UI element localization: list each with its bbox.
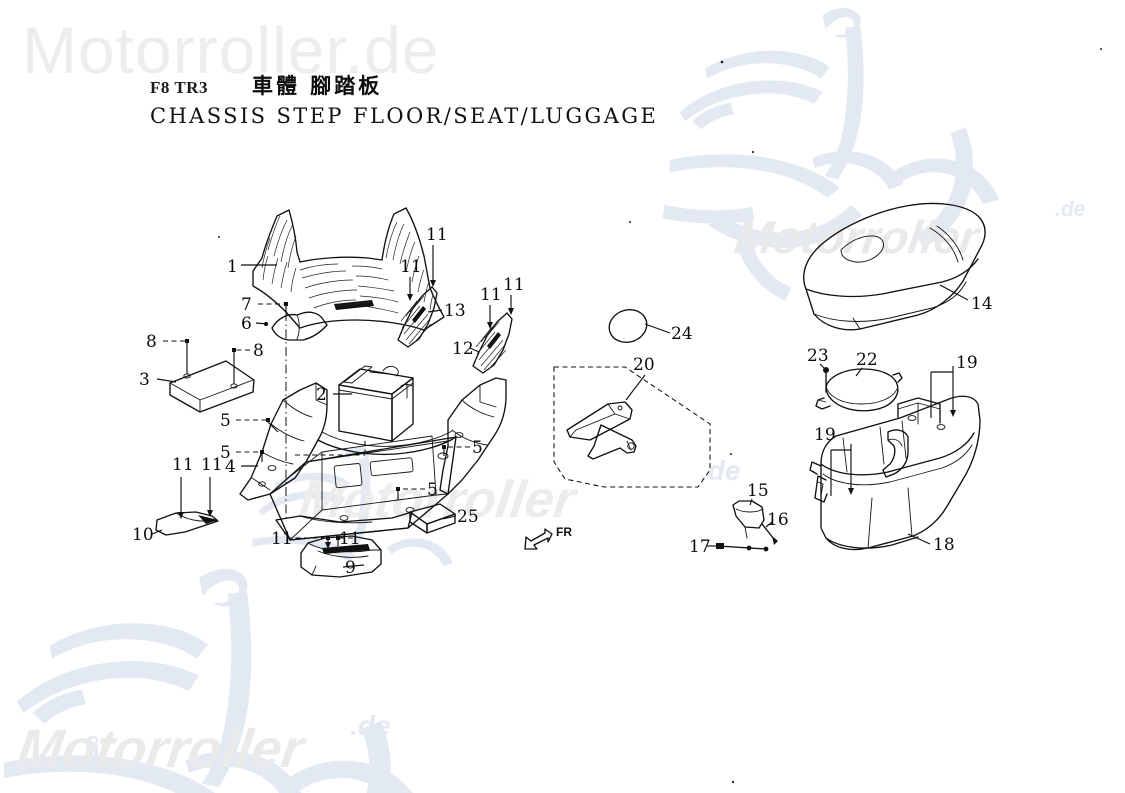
callout-label-22: 22 — [856, 350, 878, 370]
callout-label-18: 18 — [933, 535, 955, 555]
callout-label-11f: 11 — [426, 225, 448, 245]
callout-leader-5a — [236, 418, 279, 433]
callout-label-4: 4 — [225, 457, 236, 477]
callout-leader-11g — [487, 305, 493, 329]
part-24-grommet — [608, 309, 648, 343]
callout-leader-16 — [765, 521, 773, 528]
callout-label-23: 23 — [807, 346, 829, 366]
callout-leader-8a — [163, 339, 189, 374]
callout-leader-11e — [407, 277, 413, 301]
callout-label-3: 3 — [139, 370, 150, 390]
callout-label-25: 25 — [457, 507, 479, 527]
part-15-seat-catch — [732, 500, 765, 539]
part-1-step-floor-mat — [252, 207, 445, 331]
callout-leader-25 — [442, 515, 457, 520]
callout-leader-8b — [232, 348, 250, 384]
part-22-fuel-tank-lid — [815, 368, 903, 412]
callout-leader-20 — [625, 374, 646, 401]
part-17-bolt — [716, 543, 769, 552]
callout-label-2: 2 — [316, 385, 327, 405]
callout-label-11h: 11 — [503, 275, 525, 295]
part-16-screw — [761, 523, 778, 545]
callout-label-16: 16 — [767, 510, 789, 530]
callout-label-12: 12 — [452, 339, 474, 359]
callout-leader-12 — [469, 347, 480, 353]
part-18-luggage-box — [809, 395, 981, 551]
callout-label-5b: 5 — [220, 443, 231, 463]
callout-leader-24 — [644, 323, 671, 334]
callout-leader-10 — [151, 529, 163, 535]
fr-direction-arrow: FR — [524, 525, 572, 550]
callout-label-11b: 11 — [201, 455, 223, 475]
title-english: CHASSIS STEP FLOOR/SEAT/LUGGAGE — [150, 104, 659, 128]
callout-leader-11h — [508, 295, 514, 315]
part-13-footrest-mat-left — [397, 286, 438, 348]
title-row-primary: F8 TR3 車體 腳踏板 — [150, 70, 658, 100]
callout-label-6: 6 — [241, 314, 252, 334]
callout-leader-3 — [156, 378, 177, 383]
callout-label-7: 7 — [241, 295, 252, 315]
callout-label-11e: 11 — [400, 257, 422, 277]
callout-label-20: 20 — [633, 355, 655, 375]
part-14-seat-assembly — [803, 202, 986, 331]
callout-label-24: 24 — [671, 324, 693, 344]
callout-label-8b: 8 — [253, 341, 264, 361]
callout-label-17: 17 — [689, 537, 711, 557]
callout-leader-11b — [207, 477, 213, 517]
callout-leader-5d — [396, 487, 425, 500]
callout-label-10: 10 — [132, 525, 154, 545]
fr-label-text: FR — [556, 525, 572, 539]
callout-leader-7 — [258, 302, 288, 520]
callout-leader-5c — [442, 445, 470, 456]
model-code: F8 TR3 — [150, 78, 208, 97]
part-10-side-cover — [155, 511, 219, 536]
callout-label-8a: 8 — [146, 332, 157, 352]
part-20-tool-kit — [553, 366, 711, 488]
part-6-battery-strap — [263, 311, 328, 341]
callout-label-19a: 19 — [956, 353, 978, 373]
title-cjk: 車體 腳踏板 — [251, 74, 383, 98]
part-23-screw — [823, 367, 829, 393]
callout-leader-5b — [236, 450, 264, 462]
callout-label-11c: 11 — [271, 529, 293, 549]
callout-leader-6 — [255, 322, 269, 325]
callout-label-19b: 19 — [814, 425, 836, 445]
callout-label-14: 14 — [971, 294, 993, 314]
callout-label-11d: 11 — [339, 529, 361, 549]
callout-labels: 1 2 3 4 5 5 5 5 6 7 8 8 9 10 11 11 11 11… — [132, 225, 993, 578]
callout-leader-13 — [427, 309, 443, 313]
callout-label-11g: 11 — [480, 285, 502, 305]
scan-artifacts — [218, 48, 1102, 784]
callout-label-5c: 5 — [472, 438, 483, 458]
callout-leader-9 — [342, 564, 365, 568]
part-25-rubber-pad — [409, 503, 456, 534]
part-3-battery-cover-plate — [169, 360, 255, 413]
callout-label-9: 9 — [345, 558, 356, 578]
callout-label-5d: 5 — [427, 480, 438, 500]
callout-label-1: 1 — [227, 257, 238, 277]
callout-label-5a: 5 — [220, 411, 231, 431]
callout-leader-22 — [855, 367, 863, 377]
callout-leader-14 — [939, 284, 969, 301]
callout-label-11a: 11 — [172, 455, 194, 475]
callout-label-13: 13 — [444, 301, 466, 321]
callout-leader-18 — [907, 533, 931, 545]
callout-leader-19b — [830, 444, 854, 496]
part-2-battery — [338, 365, 414, 442]
callout-leader-19a — [930, 366, 956, 418]
callout-leader-23 — [819, 363, 826, 370]
callout-leader-11f — [430, 245, 436, 287]
part-12-footrest-mat-right — [472, 312, 513, 374]
callout-label-15: 15 — [747, 481, 769, 501]
callout-leader-11a — [178, 477, 184, 519]
callout-leader-15 — [749, 498, 753, 506]
title-block: F8 TR3 車體 腳踏板 CHASSIS STEP FLOOR/SEAT/LU… — [150, 70, 658, 128]
